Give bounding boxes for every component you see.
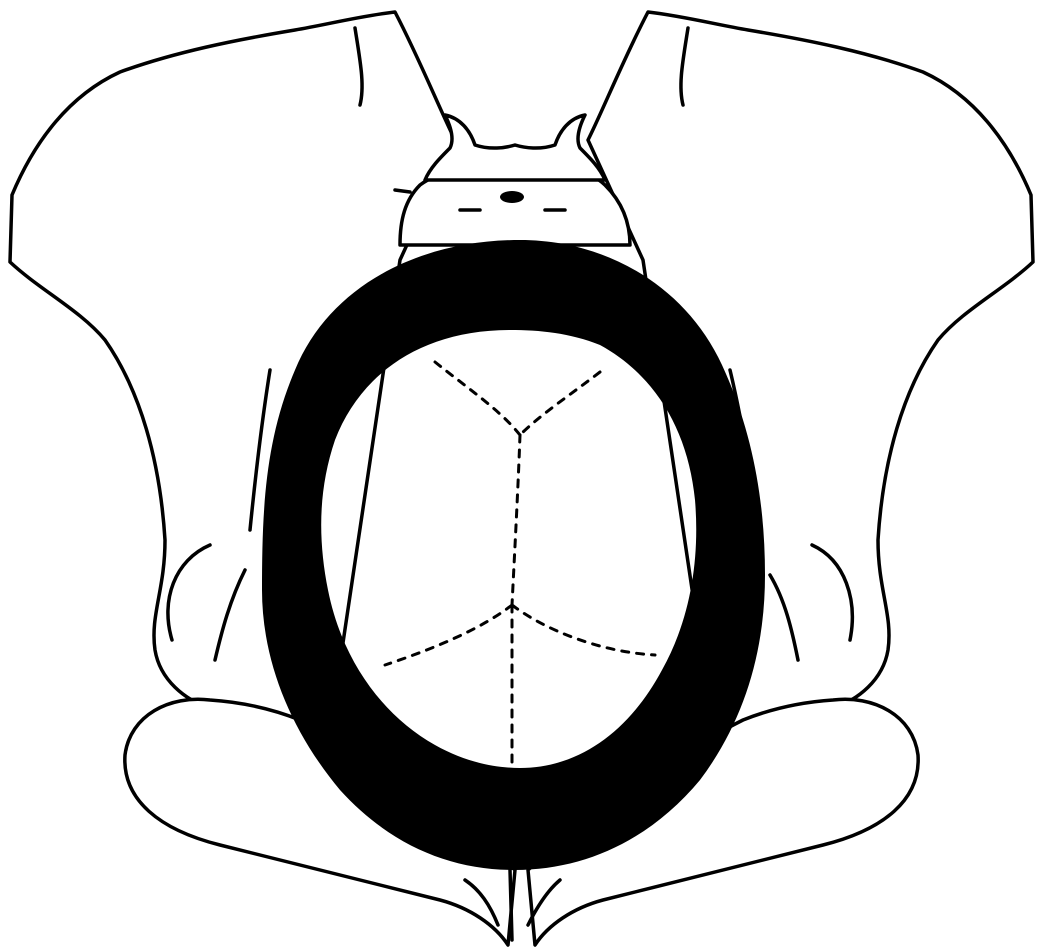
- sacral-mark-left: [395, 190, 410, 192]
- pubic-symphysis: [510, 870, 512, 940]
- suture-line-lower-right: [512, 605, 655, 655]
- left-iliac-wing: [10, 12, 455, 730]
- suture-line-lower-left: [385, 605, 512, 665]
- suture-line-upper-right: [520, 372, 600, 435]
- lumbar-vertebra: [425, 115, 605, 180]
- sacral-promontory-mark: [500, 191, 524, 203]
- suture-line-vertical: [512, 435, 520, 605]
- suture-line-upper-left: [435, 362, 520, 435]
